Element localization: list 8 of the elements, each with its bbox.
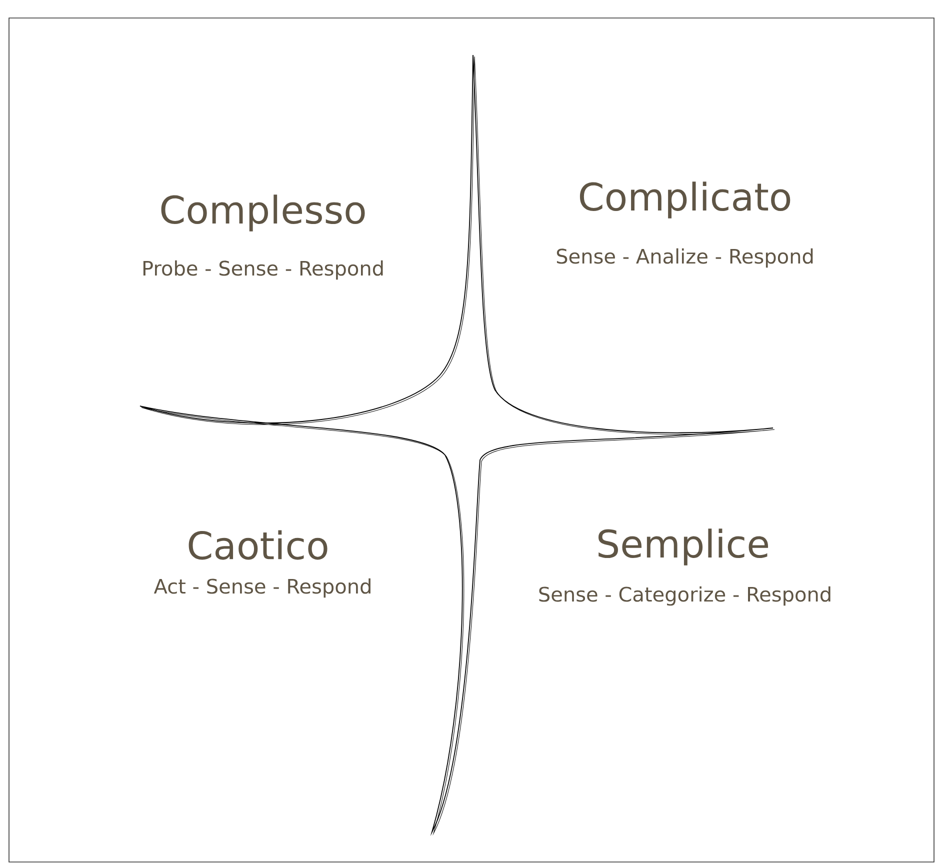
quadrant-subtitle: Act - Sense - Respond [154, 578, 370, 598]
quadrant-subtitle: Probe - Sense - Respond [143, 260, 383, 280]
quadrant-title: Complicato [580, 182, 790, 218]
quadrant-subtitle: Sense - Categorize - Respond [539, 586, 830, 606]
quadrant-title: Caotico [188, 530, 328, 560]
quadrant-title: Complesso [161, 194, 365, 232]
quadrant-title: Semplice [598, 528, 768, 566]
quadrant-subtitle: Sense - Analize - Respond [556, 248, 813, 268]
